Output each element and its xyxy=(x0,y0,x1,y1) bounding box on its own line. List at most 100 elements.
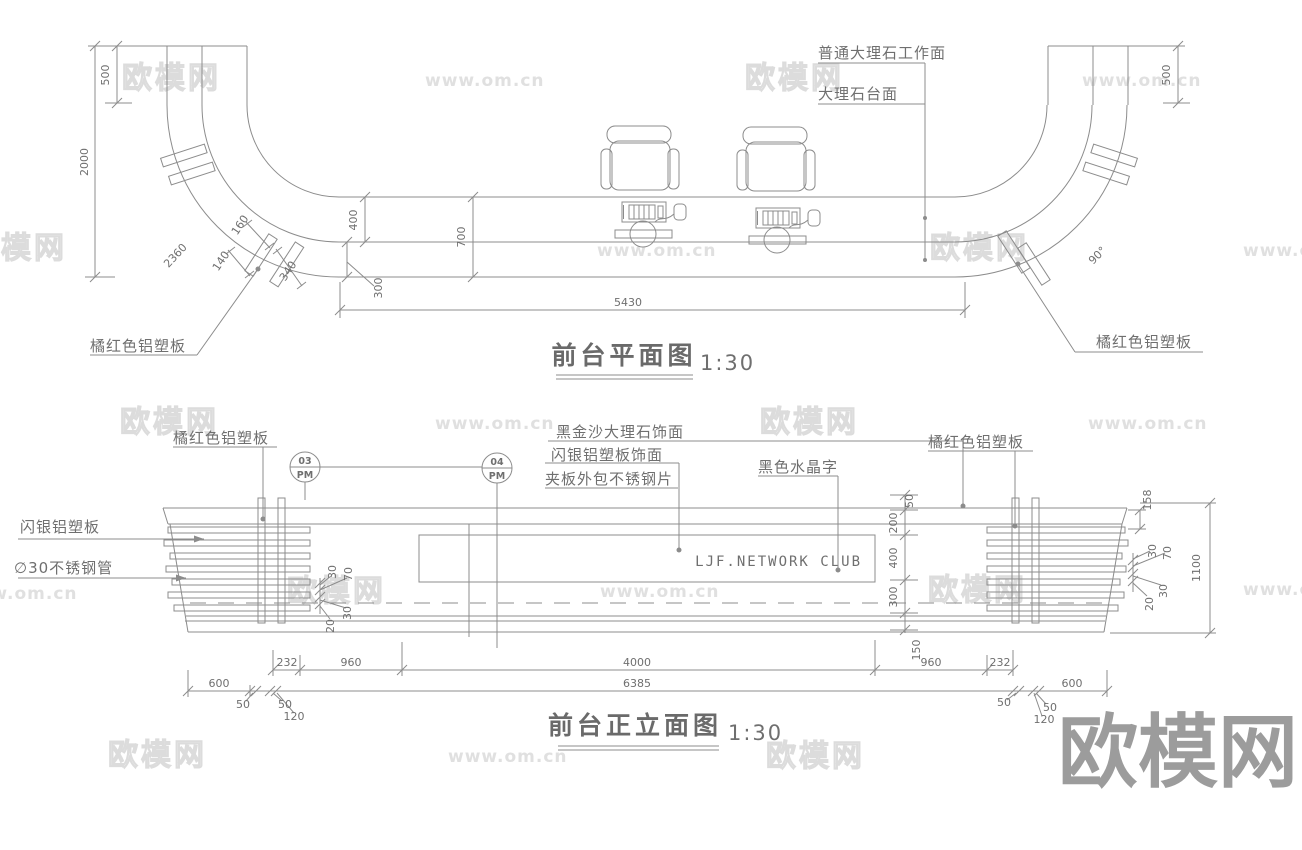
plan-dim-2000: 2000 xyxy=(78,148,91,176)
elevation-view: LJF.NETWORK CLUB 03 PM 04 PM 橘红色铝塑板 橘红色铝… xyxy=(14,423,1216,751)
elev-dim-slat-left-1: 70 xyxy=(342,567,355,581)
elev-dim-row1-4: 232 xyxy=(990,656,1011,669)
elev-dim-small-right-0: 50 xyxy=(997,696,1011,709)
elev-callout-crystal-letters: 黑色水晶字 xyxy=(758,458,838,476)
watermark-url-text: www.om.cn xyxy=(1088,414,1208,434)
watermark-url-text: www.om.cn xyxy=(1082,71,1202,91)
section-marker-04: 04 PM xyxy=(481,452,513,484)
plan-dim-90deg: 90° xyxy=(1086,244,1109,267)
watermark-url-text: www.om.cn xyxy=(0,584,78,604)
elev-dim-small-right-2: 120 xyxy=(1034,713,1055,726)
elev-dim-small-left-2: 120 xyxy=(284,710,305,723)
plan-dim-160: 160 xyxy=(229,213,252,238)
watermark-logo-text: 欧模网 xyxy=(766,739,865,774)
elev-dim-158: 158 xyxy=(1141,490,1154,511)
elev-dim-slat-left-2: 20 xyxy=(324,619,337,633)
elev-dim-chain-0: 50 xyxy=(903,494,916,508)
elev-dim-chain-1: 200 xyxy=(887,513,900,534)
section-marker-number: 04 xyxy=(490,457,504,468)
plan-title: 前台平面图 xyxy=(551,341,696,370)
elev-callout-silver-panel: 闪银铝塑板 xyxy=(20,518,100,536)
watermark-url-text: www.om.cn xyxy=(1243,241,1302,261)
elev-chain-dim-lines xyxy=(890,489,918,636)
elev-dim-row1-3: 960 xyxy=(921,656,942,669)
elev-dim-small-left-1: 50 xyxy=(278,698,292,711)
elevation-scale: 1:30 xyxy=(728,721,783,745)
elev-dim-slat-right-0: 30 xyxy=(1146,544,1159,558)
elev-dim-slat-right-1: 70 xyxy=(1161,546,1174,560)
slat-stack-left xyxy=(163,526,311,612)
watermark-logo-text: 欧模网 xyxy=(745,61,844,96)
plan-dim-700: 700 xyxy=(455,227,468,248)
section-marker-sheet: PM xyxy=(489,471,505,482)
elev-dim-small-right-1: 50 xyxy=(1043,701,1057,714)
elevation-title-underline xyxy=(558,745,719,751)
elev-dim-slat-left-0: 30 xyxy=(326,565,339,579)
plan-dim-500-right: 500 xyxy=(1160,65,1173,86)
elev-dim-chain-2: 400 xyxy=(887,548,900,569)
plan-callout-orange-left: 橘红色铝塑板 xyxy=(90,337,186,355)
plan-callout-orange-right: 橘红色铝塑板 xyxy=(1096,333,1192,351)
elev-callout-orange-left: 橘红色铝塑板 xyxy=(173,429,269,447)
elev-dim-small-left-0: 50 xyxy=(236,698,250,711)
workstation-plan xyxy=(748,207,821,254)
elev-callout-marble-face: 黑金沙大理石饰面 xyxy=(556,423,684,441)
plan-callout-work-surface: 普通大理石工作面 xyxy=(818,44,946,62)
elev-slat-dims-left xyxy=(314,575,348,620)
sign-text: LJF.NETWORK CLUB xyxy=(695,554,862,570)
elev-callout-silver-panel-face: 闪银铝塑板饰面 xyxy=(551,446,663,464)
sign-band xyxy=(418,534,876,583)
plan-desk-outline xyxy=(166,45,1129,278)
elev-dim-row1-0: 232 xyxy=(277,656,298,669)
watermark-url-text: www.om.cn xyxy=(425,71,545,91)
plan-callout-leaders xyxy=(90,62,1203,356)
plan-dimension-lines xyxy=(85,45,1190,318)
elevation-callout-leaders xyxy=(18,440,1033,579)
plan-dim-400: 400 xyxy=(347,210,360,231)
watermark-logo-text: 欧模网 xyxy=(760,405,859,440)
workstation-plan xyxy=(614,201,687,248)
elev-dim-slat-right-3: 30 xyxy=(1157,584,1170,598)
elev-callout-orange-right: 橘红色铝塑板 xyxy=(928,433,1024,451)
watermark-logo-text: 欧模网 xyxy=(122,61,221,96)
elevation-title: 前台正立面图 xyxy=(548,711,722,740)
watermark-logo-text: 欧模网 xyxy=(108,738,207,773)
plan-dim-500-left: 500 xyxy=(99,65,112,86)
watermark-big-logo: 欧模网 xyxy=(1058,706,1298,799)
elev-callout-steel-pipe: ∅30不锈钢管 xyxy=(14,559,113,577)
elev-dim-slat-left-3: 30 xyxy=(341,606,354,620)
elev-dim-chain-3: 300 xyxy=(887,587,900,608)
plan-dim-2360: 2360 xyxy=(161,241,190,270)
section-lines xyxy=(304,466,498,648)
slat-stack-right xyxy=(986,526,1129,612)
plan-dim-5430: 5430 xyxy=(614,296,642,309)
watermark-layer: 欧模网 www.om.cn 欧模网 www.om.cn 欧模网 www.om.c… xyxy=(0,60,1302,799)
elev-dim-slat-right-2: 20 xyxy=(1143,597,1156,611)
watermark-logo-text: 欧模网 xyxy=(0,231,67,266)
watermark-url-text: www.om.cn xyxy=(1243,580,1302,600)
watermark-logo-text: 欧模网 xyxy=(120,405,219,440)
watermark-url-text: www.om.cn xyxy=(448,747,568,767)
chair-plan xyxy=(736,126,816,192)
elev-dim-chain-4: 150 xyxy=(910,640,923,661)
elev-dim-row1-1: 960 xyxy=(341,656,362,669)
plan-callout-marble-top: 大理石台面 xyxy=(818,85,898,103)
watermark-url-text: www.om.cn xyxy=(435,414,555,434)
plan-title-underline xyxy=(556,374,693,380)
elev-height-dim-lines xyxy=(1110,497,1216,639)
plan-dim-300: 300 xyxy=(372,278,385,299)
break-symbols xyxy=(159,143,1139,288)
elev-dim-row2 xyxy=(182,670,1113,717)
section-marker-sheet: PM xyxy=(297,470,313,481)
chair-plan xyxy=(600,125,680,191)
section-marker-number: 03 xyxy=(298,456,311,467)
plan-scale: 1:30 xyxy=(700,351,755,375)
elev-dim-600-left: 600 xyxy=(209,677,230,690)
elev-slat-dims-right xyxy=(1127,550,1166,597)
section-marker-03: 03 PM xyxy=(289,451,321,483)
elev-dim-6385: 6385 xyxy=(623,677,651,690)
plan-dim-140: 140 xyxy=(210,249,233,274)
elev-dim-row1 xyxy=(267,640,1019,676)
